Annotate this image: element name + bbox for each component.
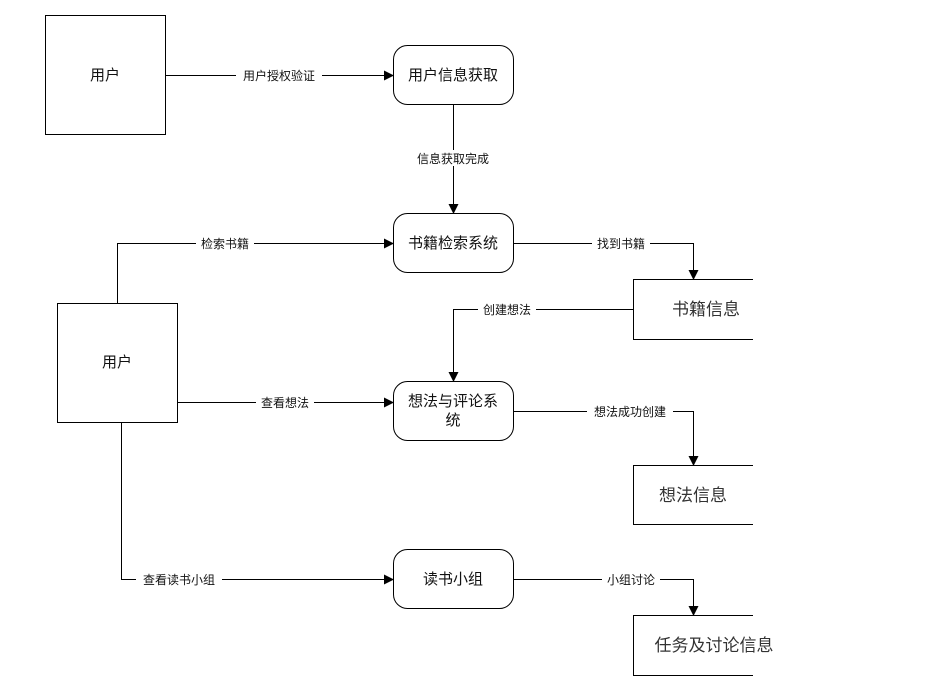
flow-label: 查看想法 [261, 395, 309, 410]
process-reading-group[interactable]: 读书小组 [393, 549, 514, 609]
flow-label: 信息获取完成 [417, 151, 489, 166]
process-label: 书籍检索系统 [408, 234, 498, 252]
flow-search-books[interactable]: 检索书籍 [117, 235, 394, 303]
process-label: 用户信息获取 [408, 66, 498, 84]
flow-label: 小组讨论 [607, 573, 655, 587]
flow-view-ideas[interactable]: 查看想法 [178, 394, 394, 410]
store-book-info[interactable]: 书籍信息 [633, 279, 754, 340]
flow-label: 查看读书小组 [143, 573, 215, 587]
process-ideas-comments[interactable]: 想法与评论系 统 [393, 381, 514, 441]
flow-label: 想法成功创建 [594, 404, 666, 419]
entity-label: 用户 [90, 66, 120, 84]
store-idea-info[interactable]: 想法信息 [633, 465, 754, 525]
entity-label: 用户 [102, 353, 132, 371]
flow-label: 用户授权验证 [243, 68, 315, 83]
flow-view-reading-group[interactable]: 查看读书小组 [121, 423, 394, 587]
flow-found-books[interactable]: 找到书籍 [514, 235, 699, 280]
flow-label: 检索书籍 [201, 236, 249, 251]
process-book-search[interactable]: 书籍检索系统 [393, 213, 514, 273]
flow-user-auth[interactable]: 用户授权验证 [165, 67, 394, 83]
store-label: 任务及讨论信息 [655, 636, 774, 656]
process-label-line1: 想法与评论系 [408, 392, 498, 410]
flow-idea-created[interactable]: 想法成功创建 [514, 403, 699, 466]
store-label: 想法信息 [659, 486, 727, 506]
flow-group-discussion[interactable]: 小组讨论 [514, 571, 699, 616]
process-label: 读书小组 [423, 570, 483, 588]
store-task-discussion-info[interactable]: 任务及讨论信息 [633, 615, 774, 676]
process-label-line2: 统 [445, 411, 460, 429]
flow-create-idea[interactable]: 创建想法 [448, 301, 634, 382]
entity-user-top[interactable]: 用户 [45, 15, 166, 135]
process-user-info[interactable]: 用户信息获取 [393, 45, 514, 105]
flow-label: 创建想法 [483, 302, 531, 317]
flow-label: 找到书籍 [597, 236, 645, 251]
entity-user-middle[interactable]: 用户 [57, 303, 178, 423]
store-label: 书籍信息 [672, 300, 740, 320]
flow-info-complete[interactable]: 信息获取完成 [410, 105, 496, 214]
